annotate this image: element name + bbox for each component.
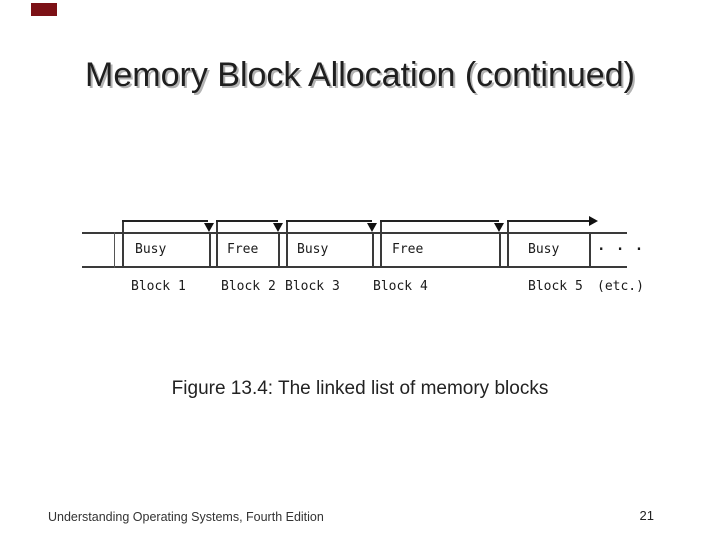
strip-bottom-line (82, 266, 627, 268)
block-1-left-edge (122, 221, 124, 268)
block-name-label: Block 2 (221, 279, 276, 294)
pointer-arrow-down-icon (367, 223, 377, 232)
pointer-line-block4 (380, 220, 499, 222)
block-2-right-edge (278, 232, 280, 268)
pointer-line-block1 (122, 220, 208, 222)
block-5-right-edge (589, 232, 591, 268)
pointer-line-block5 (507, 220, 591, 222)
figure-caption: Figure 13.4: The linked list of memory b… (171, 378, 549, 399)
block-status-label: Busy (297, 242, 329, 257)
pointer-line-block2 (216, 220, 278, 222)
strip-top-line (82, 232, 627, 234)
etc-label: (etc.) (597, 279, 644, 294)
corner-accent-mark (31, 3, 57, 16)
page-number: 21 (639, 508, 654, 523)
block-status-label: Busy (135, 242, 167, 257)
pointer-arrow-down-icon (273, 223, 283, 232)
block-1-right-edge (209, 232, 211, 268)
block-5-left-edge (507, 221, 509, 268)
pointer-arrow-down-icon (204, 223, 214, 232)
block-3-left-edge (286, 221, 288, 268)
ellipsis-label: . . . (597, 238, 645, 254)
block-name-label: Block 4 (373, 279, 428, 294)
block-2-left-edge (216, 221, 218, 268)
block-name-label: Block 3 (285, 279, 340, 294)
pointer-arrow-down-icon (494, 223, 504, 232)
footer-book-title: Understanding Operating Systems, Fourth … (48, 510, 324, 524)
block-3-right-edge (372, 232, 374, 268)
block-status-label: Free (392, 242, 424, 257)
pointer-line-block3 (286, 220, 372, 222)
block-4-right-edge (499, 232, 501, 268)
block-name-label: Block 1 (131, 279, 186, 294)
block-status-label: Free (227, 242, 259, 257)
block-name-label: Block 5 (528, 279, 583, 294)
block-status-label: Busy (528, 242, 560, 257)
pointer-arrow-right-icon (589, 216, 598, 226)
slide-title: Memory Block Allocation (continued) (85, 56, 635, 94)
block-4-left-edge (380, 221, 382, 268)
strip-divider (114, 232, 115, 268)
